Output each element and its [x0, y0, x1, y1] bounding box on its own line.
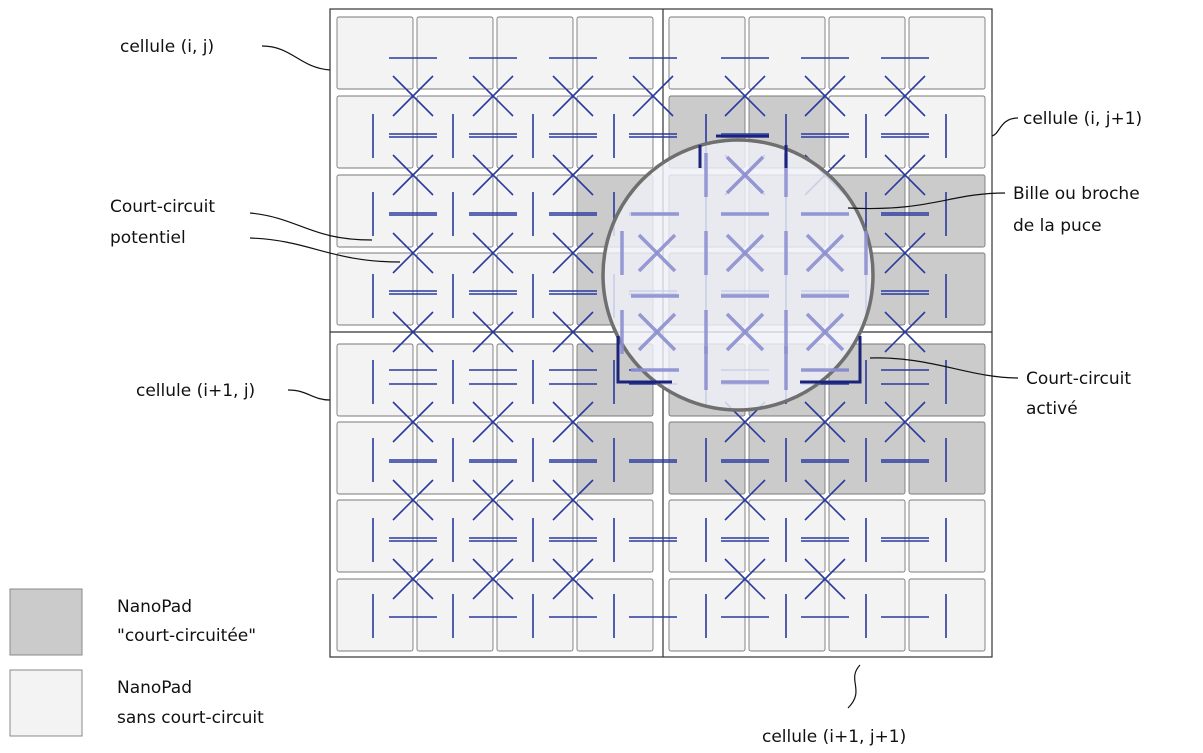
nanopad [576, 578, 654, 652]
label-potential-short-2: potentiel [110, 228, 186, 248]
wire-cross [392, 75, 434, 117]
wire-cross [724, 75, 766, 117]
nanopad [828, 16, 906, 90]
nanopad [336, 343, 414, 417]
nanopad [668, 16, 746, 90]
nanopad [496, 343, 574, 417]
wire-cross [552, 232, 594, 274]
ball-wire-cross [725, 233, 765, 273]
wire-cross [472, 401, 514, 443]
wire-cross [884, 154, 926, 196]
wire-cross [884, 311, 926, 353]
nanopad-shorted [908, 343, 986, 417]
nanopad [828, 499, 906, 573]
ball-wire-cross [725, 155, 765, 195]
ball-wire-cross [805, 233, 845, 273]
legend-swatch-shorted [9, 588, 83, 656]
nanopad-shorted [908, 421, 986, 495]
nanopad [416, 16, 494, 90]
wire-cross [472, 75, 514, 117]
nanopad [748, 16, 826, 90]
wire-cross [552, 311, 594, 353]
label-cell-i1j: cellule (i+1, j) [136, 381, 255, 401]
wire-cross [392, 558, 434, 600]
nanopad [908, 499, 986, 573]
label-cell-ij1: cellule (i, j+1) [1023, 109, 1142, 129]
nanopad [576, 499, 654, 573]
label-active-short-2: activé [1026, 399, 1078, 419]
ball-layer [601, 134, 875, 412]
label-ball-1: Bille ou broche [1013, 184, 1140, 204]
wire-cross [724, 558, 766, 600]
leader-cell-i1j1 [847, 664, 861, 709]
leader-cell-i1j [287, 389, 331, 401]
wire-cross [392, 311, 434, 353]
wire-cross [552, 479, 594, 521]
wire-cross [392, 232, 434, 274]
active-short-right [800, 336, 862, 384]
wire-cross [724, 479, 766, 521]
leader-potential-short-2 [249, 237, 401, 263]
nanopad-shorted [828, 343, 906, 417]
wire-cross [804, 401, 846, 443]
nanopad [908, 95, 986, 169]
wire-cross [884, 75, 926, 117]
ball-wire-cross [637, 233, 677, 273]
nanopad-shorted [576, 421, 654, 495]
pad-grid [329, 8, 993, 658]
nanopad [576, 16, 654, 90]
wire-cross [804, 558, 846, 600]
short-wires [372, 57, 947, 638]
leader-cell-ij [261, 45, 331, 71]
leader-potential-short-1 [249, 212, 373, 241]
label-cell-i1j1: cellule (i+1, j+1) [762, 727, 906, 747]
nanopad-shorted [908, 252, 986, 326]
nanopad [828, 578, 906, 652]
label-cell-ij: cellule (i, j) [120, 37, 214, 57]
active-short-left [616, 336, 672, 384]
legend-normal-line1: NanoPad [117, 678, 192, 698]
legend-swatch-normal [9, 669, 83, 737]
wire-cross [552, 154, 594, 196]
label-ball-2: de la puce [1013, 216, 1102, 236]
label-active-short-1: Court-circuit [1026, 369, 1131, 389]
nanopad [908, 16, 986, 90]
wire-cross [472, 232, 514, 274]
wire-cross [472, 154, 514, 196]
nanopad [908, 578, 986, 652]
wire-cross [884, 401, 926, 443]
wire-cross [552, 401, 594, 443]
chip-ball [601, 138, 875, 412]
nanopad [416, 343, 494, 417]
nanopad [496, 16, 574, 90]
nanopad-shorted [908, 174, 986, 248]
wire-cross [472, 558, 514, 600]
wire-cross [392, 154, 434, 196]
wire-cross [552, 558, 594, 600]
ball-wire-cross [637, 312, 677, 352]
ball-wire-cross [805, 312, 845, 352]
nanopad [336, 16, 414, 90]
wire-cross [632, 75, 674, 117]
annotations: cellule (i, j) cellule (i, j+1) cellule … [110, 37, 1142, 747]
wire-cross [392, 401, 434, 443]
wire-cross [804, 75, 846, 117]
wire-cross [392, 479, 434, 521]
wire-cross [884, 232, 926, 274]
legend-shorted-line1: NanoPad [117, 597, 192, 617]
leader-cell-ij1 [991, 117, 1019, 137]
wire-cross [472, 311, 514, 353]
legend: NanoPad "court-circuitée" NanoPad sans c… [9, 588, 264, 737]
ball-wire-cross [725, 312, 765, 352]
legend-shorted-line2: "court-circuitée" [117, 626, 256, 646]
leader-active-short [869, 357, 1019, 379]
leader-ball [847, 192, 1006, 210]
wire-cross [552, 75, 594, 117]
legend-normal-line2: sans court-circuit [117, 708, 264, 728]
label-potential-short-1: Court-circuit [110, 197, 215, 217]
wire-cross [804, 479, 846, 521]
wire-cross [472, 479, 514, 521]
